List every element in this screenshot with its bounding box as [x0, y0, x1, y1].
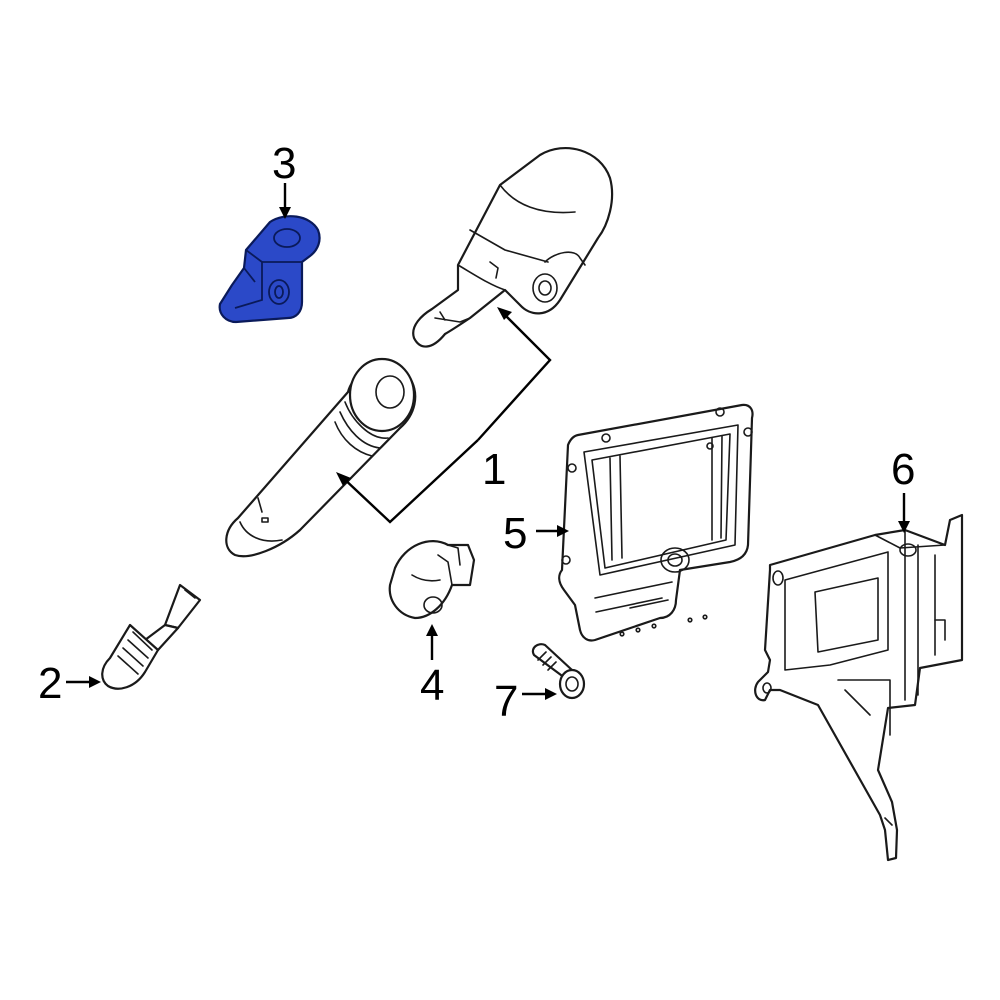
- callout-4: 4: [420, 661, 445, 710]
- leader-6: [898, 493, 910, 533]
- callout-7: 7: [494, 677, 519, 726]
- module-bracket[interactable]: [754, 513, 964, 862]
- callout-5: 5: [503, 509, 528, 558]
- callout-2: 2: [38, 659, 63, 708]
- ignition-coil-boot[interactable]: [225, 357, 417, 558]
- knock-sensor[interactable]: [388, 540, 476, 620]
- camshaft-sensor[interactable]: [218, 215, 321, 324]
- callout-6: 6: [891, 445, 916, 494]
- leader-5: [536, 525, 569, 537]
- callout-1: 1: [482, 445, 507, 494]
- leader-1: [336, 307, 552, 524]
- leader-4: [426, 624, 438, 660]
- engine-control-module[interactable]: [558, 403, 754, 642]
- bolt[interactable]: [531, 643, 586, 700]
- leader-2: [66, 676, 101, 688]
- leader-3: [279, 183, 291, 219]
- ignition-coil-head[interactable]: [412, 146, 614, 348]
- leader-7: [522, 688, 557, 700]
- callout-3: 3: [272, 139, 297, 188]
- spark-plug[interactable]: [101, 583, 202, 690]
